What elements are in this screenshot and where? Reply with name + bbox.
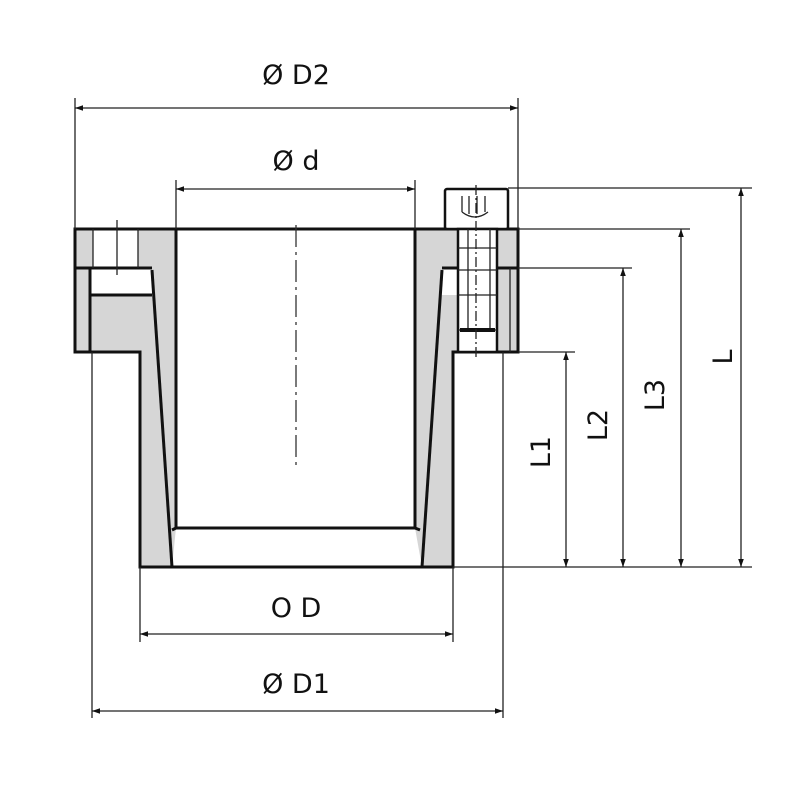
label-od: O D — [271, 593, 322, 624]
label-l2: L2 — [583, 409, 614, 441]
label-l1: L1 — [526, 436, 557, 468]
bore-white — [90, 229, 458, 295]
label-d1: Ø D1 — [262, 669, 330, 700]
label-l: L — [708, 349, 739, 364]
label-d2: Ø D2 — [262, 60, 330, 91]
dimension-lines — [75, 105, 744, 714]
part-outline — [73, 220, 520, 569]
label-l3: L3 — [640, 379, 671, 411]
cap-screw — [443, 185, 510, 360]
label-d: Ø d — [273, 146, 320, 177]
extension-lines — [74, 98, 752, 718]
